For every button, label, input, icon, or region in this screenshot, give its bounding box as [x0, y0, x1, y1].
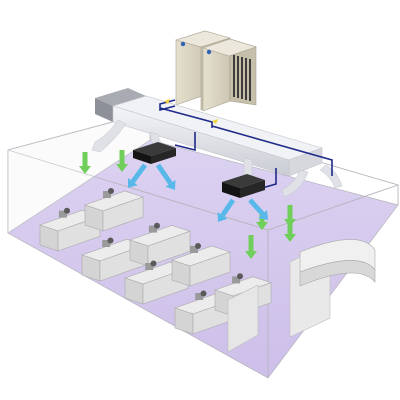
- chair-icon: [200, 290, 207, 297]
- pipe-marker-icon: [164, 99, 170, 104]
- indoor-unit-left: [133, 142, 176, 164]
- reception-counter: [299, 239, 376, 287]
- return-air-arrow-icon: [284, 222, 296, 242]
- supply-air-arrow-icon: [155, 163, 176, 190]
- monitor-icon: [145, 263, 154, 270]
- supply-air-arrows: [127, 163, 268, 222]
- monitor-icon: [190, 246, 198, 253]
- chair-icon: [108, 188, 114, 194]
- chair-icon: [150, 260, 157, 267]
- return-air-arrow-icon: [79, 152, 91, 174]
- desk-front: [102, 196, 144, 232]
- supply-air-arrow-icon: [127, 163, 148, 188]
- workstation: [129, 222, 191, 267]
- monitor-icon: [102, 240, 111, 247]
- return-air-arrow-icon: [245, 235, 257, 259]
- pipe-marker-icon: [212, 119, 218, 124]
- monitor-icon: [58, 210, 67, 218]
- workstation: [171, 243, 231, 287]
- outdoor-unit-right: [202, 38, 257, 112]
- monitor-icon: [148, 225, 157, 233]
- chair-icon: [64, 207, 70, 214]
- refrigerant-pipe: [159, 99, 333, 189]
- supply-air-arrow-icon: [248, 198, 268, 220]
- chair-icon: [195, 243, 201, 249]
- chair-icon: [107, 237, 114, 244]
- brand-logo-icon: [180, 41, 186, 47]
- indoor-unit-right: [222, 174, 265, 198]
- return-air-arrow-icon: [116, 150, 128, 172]
- fan-grille-icon: [233, 55, 251, 101]
- chair-icon: [237, 273, 243, 280]
- workstation: [84, 188, 144, 232]
- supply-air-arrow-icon: [217, 198, 236, 222]
- monitor-icon: [232, 276, 241, 284]
- brand-logo-icon: [206, 49, 212, 55]
- back-wall-glass: [8, 112, 150, 233]
- chair-icon: [154, 222, 160, 229]
- monitor-icon: [195, 293, 204, 300]
- monitor-icon: [103, 191, 111, 198]
- desk-front: [189, 251, 231, 287]
- workstations: [39, 188, 272, 335]
